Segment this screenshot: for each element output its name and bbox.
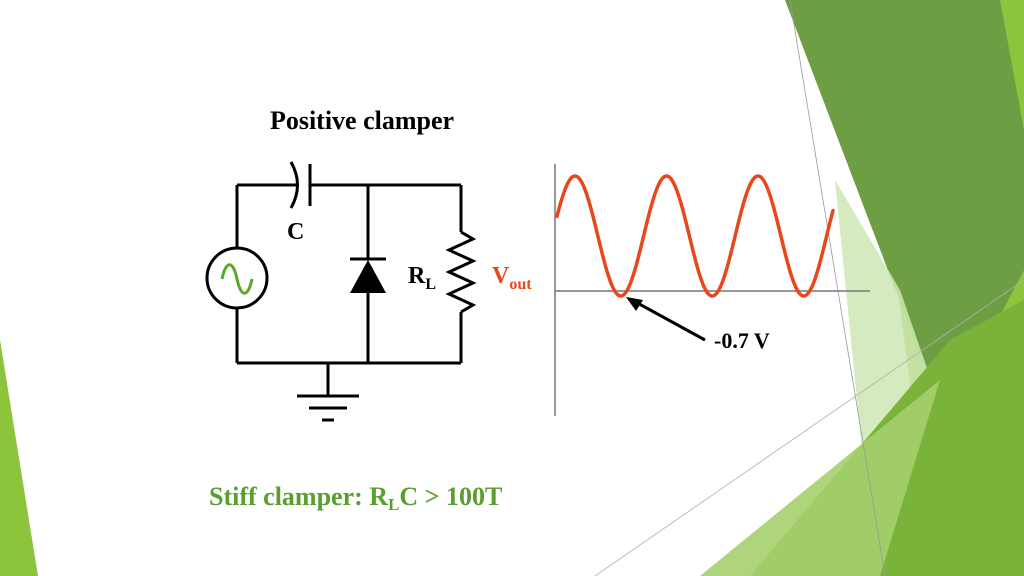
ac-source-sine-icon <box>220 263 254 295</box>
resistor-label: RL <box>408 263 436 293</box>
capacitor-curved-plate <box>289 161 299 209</box>
annotation-arrow-shaft <box>631 298 706 342</box>
annotation-label: -0.7 V <box>714 328 770 353</box>
footer-prefix: Stiff clamper: R <box>209 482 389 511</box>
annotation-arrowhead <box>626 297 643 311</box>
resistor-label-sub: L <box>425 276 436 293</box>
bottom-green-pale <box>700 380 940 576</box>
footer-suffix: C > 100T <box>399 482 503 511</box>
footer-subscript: L <box>388 495 400 514</box>
deco-line-2 <box>594 279 1024 576</box>
vout-label-main: V <box>492 263 510 289</box>
vout-label: Vout <box>492 263 532 293</box>
right-green-band-dark <box>785 0 1024 420</box>
resistor-label-main: R <box>408 263 426 289</box>
clamped-sine-wave <box>555 174 835 298</box>
vout-label-sub: out <box>509 276 532 293</box>
left-green-wedge <box>0 340 38 576</box>
ac-source-circle <box>205 246 269 310</box>
capacitor-label: C <box>287 219 304 245</box>
deco-line-1 <box>789 0 886 576</box>
resistor-zigzag <box>445 230 477 314</box>
stiff-clamper-condition: Stiff clamper: RLC > 100T <box>209 482 502 515</box>
diode-triangle <box>350 260 386 293</box>
slide-title: Positive clamper <box>269 106 455 135</box>
